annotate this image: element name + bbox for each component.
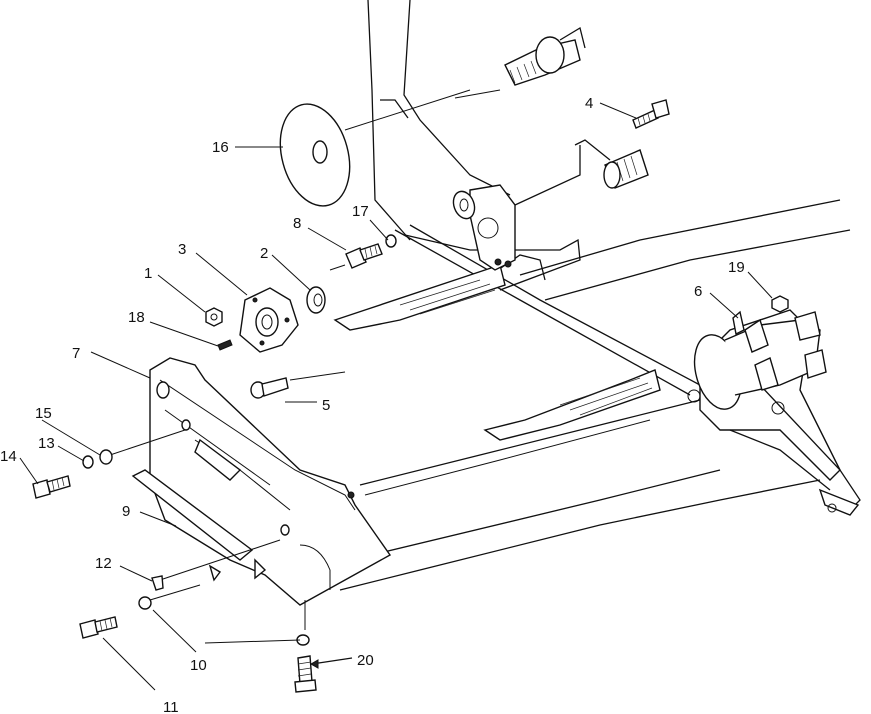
alignment-lines — [109, 264, 651, 630]
callout-6: 6 — [694, 283, 702, 300]
screw-18 — [217, 339, 233, 351]
nut-19 — [771, 295, 789, 313]
bolt-8 — [345, 243, 383, 269]
chain-cover-7 — [149, 357, 392, 606]
callout-14: 14 — [0, 448, 17, 465]
leader-lines — [19, 102, 773, 691]
nut-1 — [205, 307, 223, 327]
callout-16: 16 — [212, 139, 229, 156]
bolt-11 — [79, 616, 118, 639]
callout-10: 10 — [190, 657, 207, 674]
callout-labels: 1 2 3 4 5 6 7 8 9 10 11 12 13 14 15 16 1… — [0, 95, 745, 714]
bolt-20 — [294, 655, 317, 693]
bearing-plate-3 — [239, 287, 299, 353]
washer-10-a — [138, 596, 152, 610]
bolt-14 — [32, 475, 71, 499]
washer-17 — [385, 234, 397, 248]
callout-11: 11 — [163, 699, 179, 714]
bolt-5 — [250, 377, 289, 399]
callout-17: 17 — [352, 203, 369, 220]
washer-15 — [99, 449, 113, 465]
callout-18: 18 — [128, 309, 145, 326]
callout-19: 19 — [728, 259, 745, 276]
trim-strip-9 — [131, 469, 254, 561]
drive-hub-6 — [693, 310, 827, 410]
callout-5: 5 — [322, 397, 330, 414]
callout-8: 8 — [293, 215, 301, 232]
callout-1: 1 — [144, 265, 152, 282]
brake-disc-16 — [279, 89, 471, 207]
callout-9: 9 — [122, 503, 130, 520]
callout-3: 3 — [178, 241, 186, 258]
callout-13: 13 — [38, 435, 55, 452]
callout-7: 7 — [72, 345, 80, 362]
spacer-2 — [306, 286, 326, 314]
washer-13 — [82, 455, 94, 469]
chassis-frame — [329, 0, 861, 591]
rivet-12 — [151, 575, 164, 591]
callout-12: 12 — [95, 555, 112, 572]
mount-washers — [452, 190, 476, 220]
bolt-4 — [632, 99, 670, 129]
callout-15: 15 — [35, 405, 52, 422]
callout-4: 4 — [585, 95, 593, 112]
callout-20: 20 — [357, 652, 374, 669]
callout-2: 2 — [260, 245, 268, 262]
